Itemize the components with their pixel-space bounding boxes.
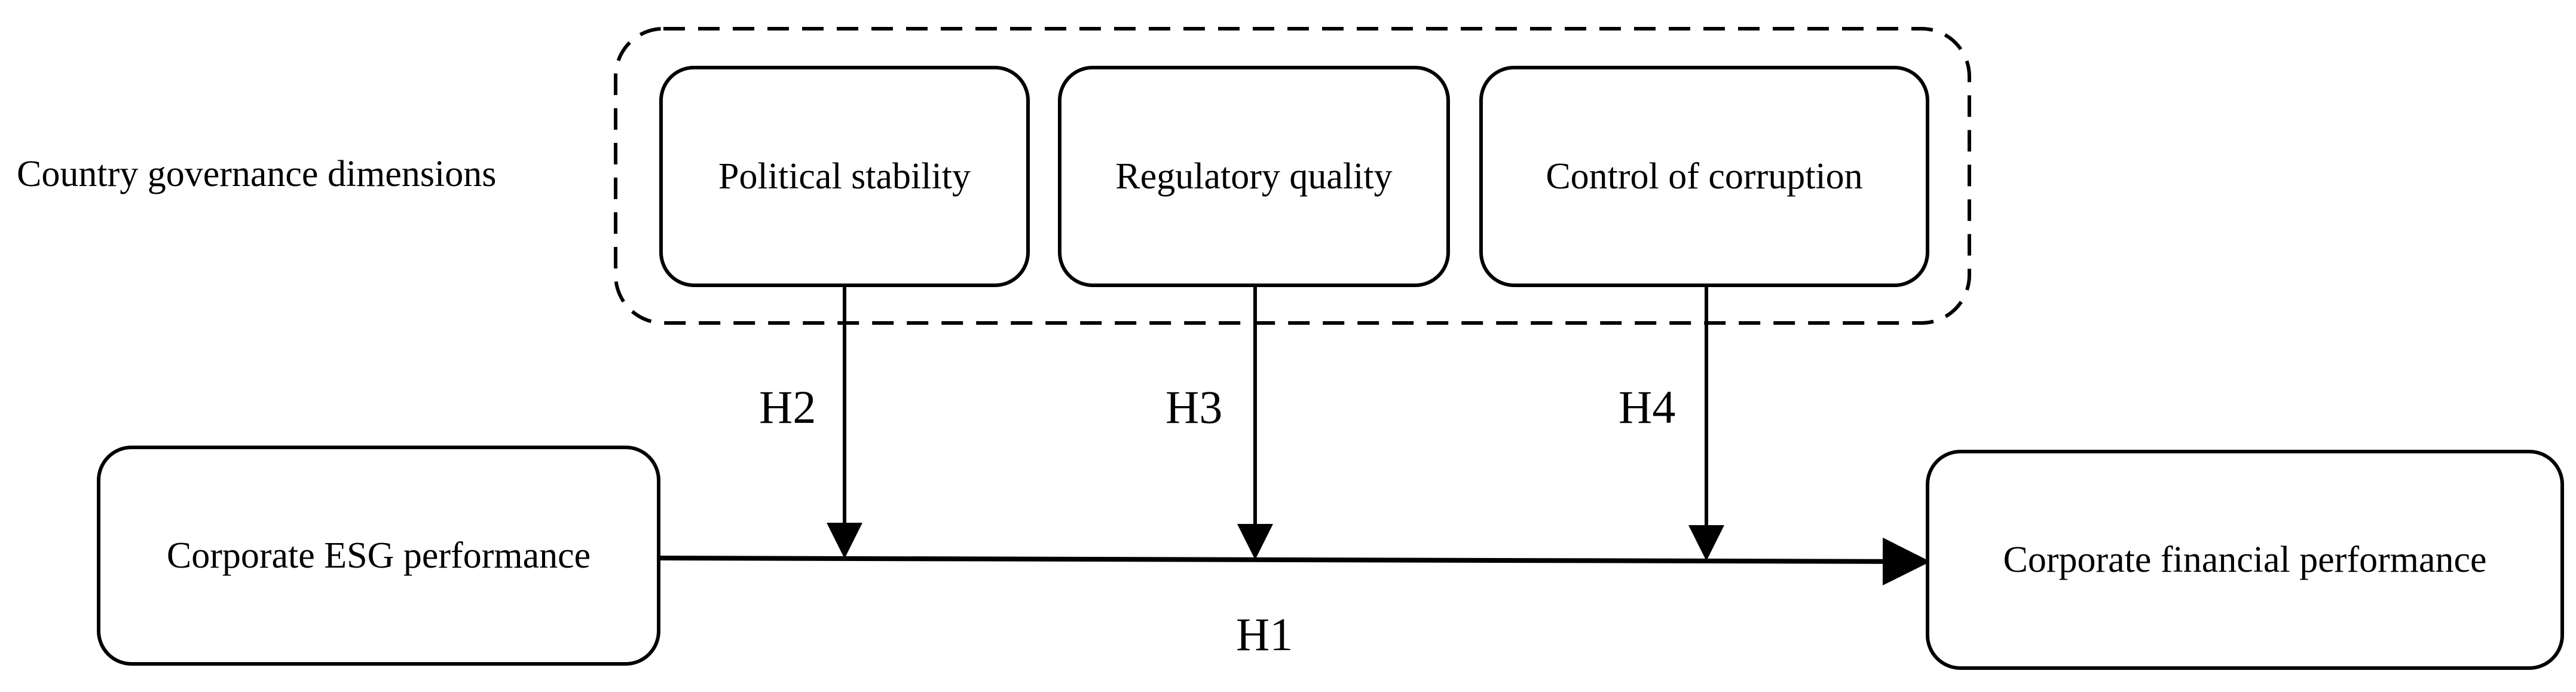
governance-group-boundary (614, 27, 1971, 325)
governance-group-label: Country governance dimensions (17, 154, 497, 194)
regulatory-quality-box: Regulatory quality (1058, 66, 1450, 287)
regulatory-quality-label: Regulatory quality (1115, 156, 1393, 197)
control-of-corruption-label: Control of corruption (1546, 156, 1863, 197)
control-of-corruption-box: Control of corruption (1479, 66, 1929, 287)
corporate-esg-performance-box: Corporate ESG performance (97, 446, 660, 666)
hypothesis-h1-label: H1 (1236, 608, 1293, 660)
corporate-financial-performance-box: Corporate financial performance (1926, 450, 2564, 670)
hypothesis-h2-label: H2 (759, 381, 816, 433)
hypothesis-h4-label: H4 (1619, 381, 1676, 433)
main-path-arrow (660, 537, 1931, 586)
corporate-financial-performance-label: Corporate financial performance (2003, 539, 2487, 580)
political-stability-label: Political stability (718, 156, 971, 197)
hypothesis-h3-label: H3 (1165, 381, 1223, 433)
corporate-esg-performance-label: Corporate ESG performance (166, 535, 591, 576)
political-stability-box: Political stability (659, 66, 1030, 287)
